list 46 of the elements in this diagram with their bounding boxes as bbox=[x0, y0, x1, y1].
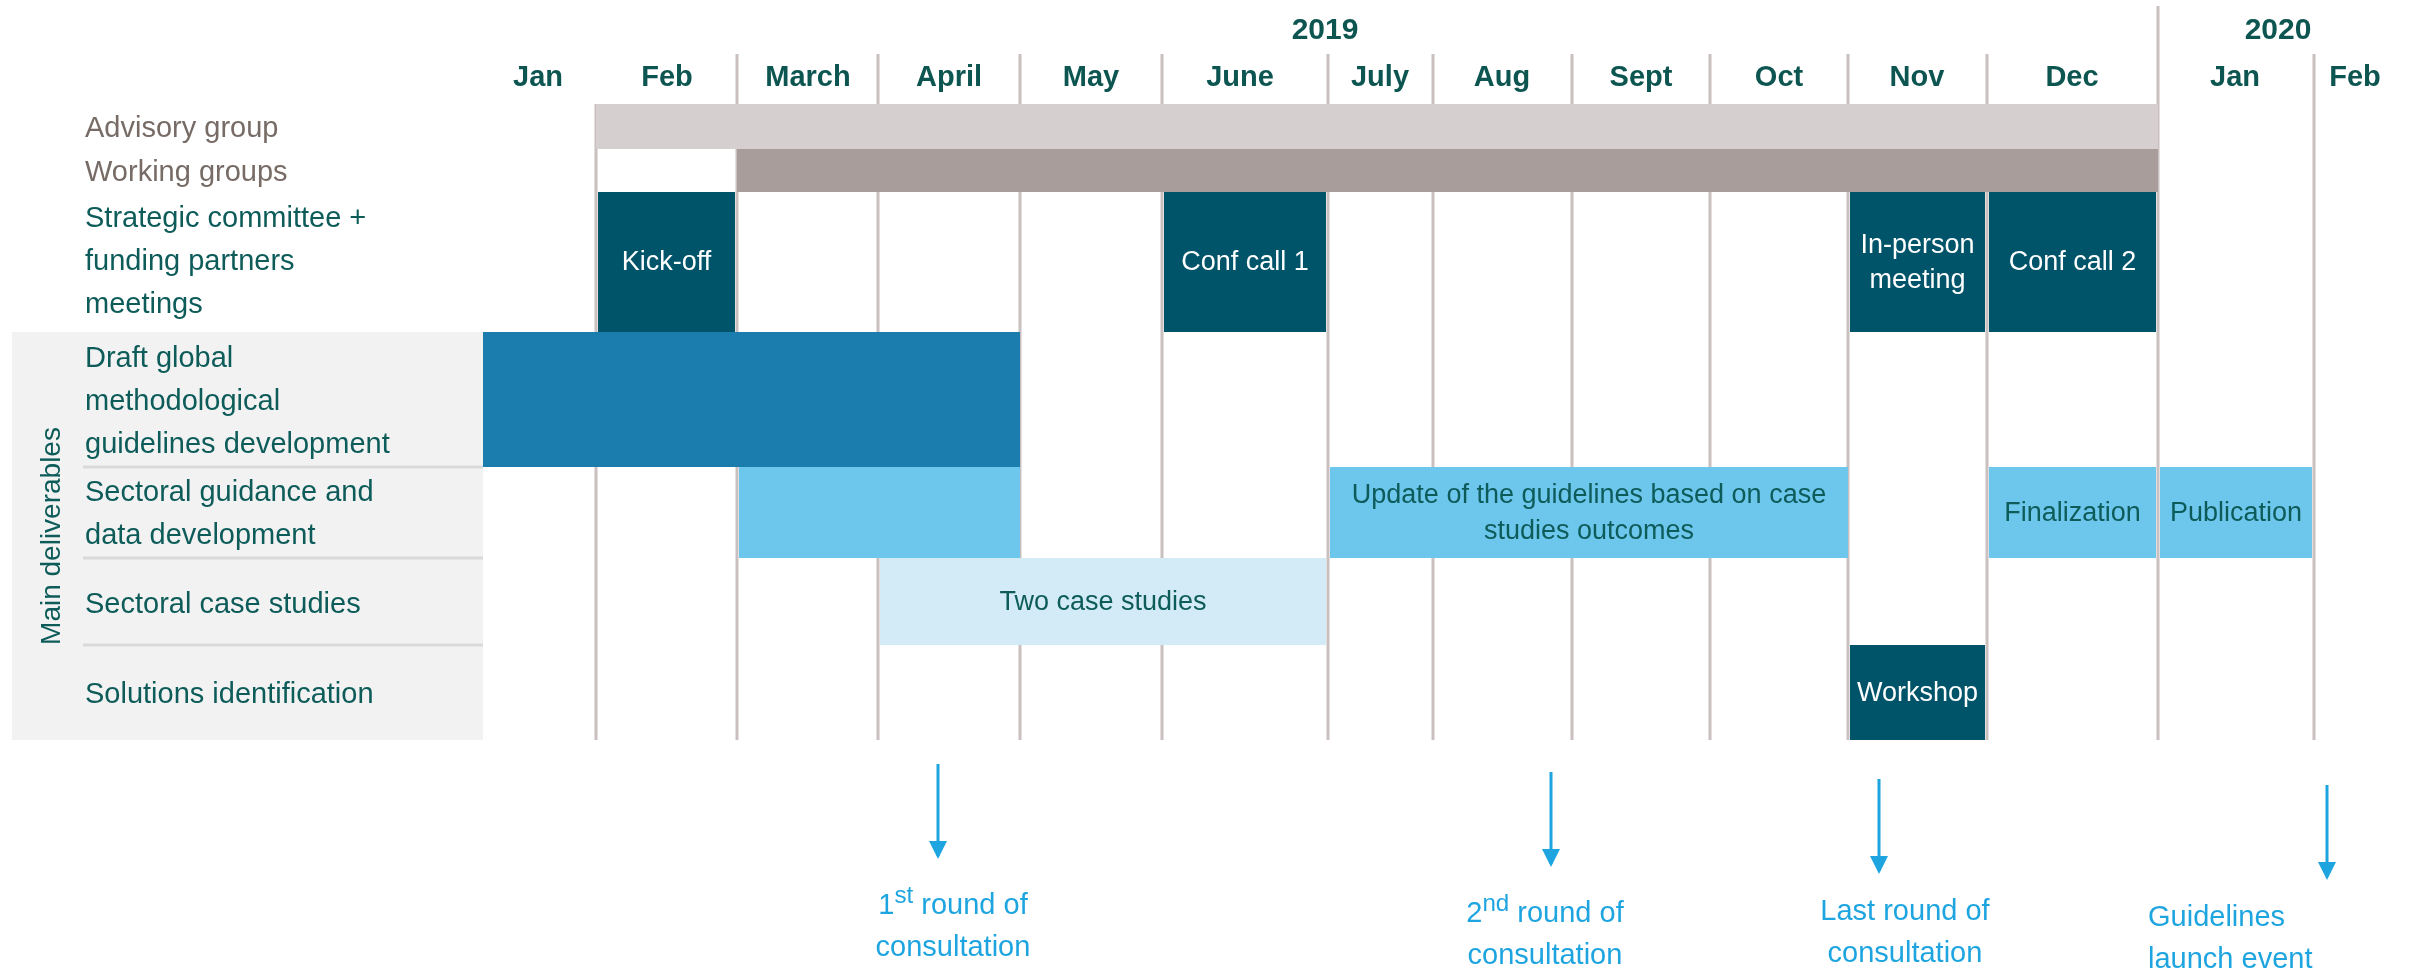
month-label: Oct bbox=[1754, 60, 1804, 93]
arrow bbox=[929, 764, 947, 859]
row-label: Strategic committee + funding partners meetings bbox=[85, 200, 368, 321]
arrow bbox=[1542, 772, 1560, 867]
row-label: Advisory group bbox=[85, 110, 279, 145]
meeting-bar: Workshop bbox=[1850, 645, 1985, 740]
row-label: Sectoral guidance and data development bbox=[85, 474, 375, 552]
timeline-bar bbox=[483, 332, 1020, 467]
meeting-bar: In-person meeting bbox=[1850, 192, 1985, 332]
year-label: 2020 bbox=[2244, 12, 2312, 46]
meeting-bar: Kick-off bbox=[598, 192, 735, 332]
arrow bbox=[2318, 785, 2336, 880]
month-label: Dec bbox=[2045, 60, 2099, 93]
month-label: April bbox=[915, 60, 983, 93]
month-label: Feb bbox=[641, 60, 693, 93]
month-label: Aug bbox=[1473, 60, 1531, 93]
month-label: Jan bbox=[2210, 60, 2260, 93]
row-label: Draft global methodological guidelines development bbox=[85, 340, 390, 461]
month-label: Sept bbox=[1609, 60, 1673, 93]
task-bar: Finalization bbox=[1989, 467, 2156, 558]
month-label: March bbox=[765, 60, 851, 93]
arrow bbox=[1870, 779, 1888, 874]
meeting-bar: Conf call 2 bbox=[1989, 192, 2156, 332]
month-label: June bbox=[1206, 60, 1274, 93]
task-bar: Two case studies bbox=[880, 558, 1326, 645]
row-label: Solutions identification bbox=[85, 676, 375, 711]
task-bar: Update of the guidelines based on case studies outcomes bbox=[1330, 467, 1848, 558]
timeline-bar bbox=[596, 104, 2158, 149]
row-label: Working groups bbox=[85, 154, 288, 189]
milestone-note: Guidelines launch event bbox=[2148, 877, 2353, 968]
timeline-bar bbox=[739, 467, 1020, 558]
row-label: Sectoral case studies bbox=[85, 586, 362, 621]
task-bar: Publication bbox=[2160, 467, 2312, 558]
month-label: July bbox=[1351, 60, 1409, 93]
year-label: 2019 bbox=[1291, 12, 1359, 46]
section-panel bbox=[12, 332, 483, 740]
milestone-note: Last round of consultation bbox=[1775, 871, 2035, 968]
milestone-note: 1$^{st}$ round of consultation bbox=[823, 856, 1083, 966]
meeting-bar: Conf call 1 bbox=[1164, 192, 1326, 332]
section-label: Main deliverables bbox=[33, 427, 67, 645]
timeline-bar bbox=[737, 149, 2158, 192]
month-label: May bbox=[1062, 60, 1120, 93]
milestone-note: 2$^{nd}$ round of consultation bbox=[1415, 864, 1675, 968]
month-label: Feb bbox=[2329, 60, 2381, 93]
month-label: Nov bbox=[1889, 60, 1945, 93]
month-label: Jan bbox=[513, 60, 563, 93]
